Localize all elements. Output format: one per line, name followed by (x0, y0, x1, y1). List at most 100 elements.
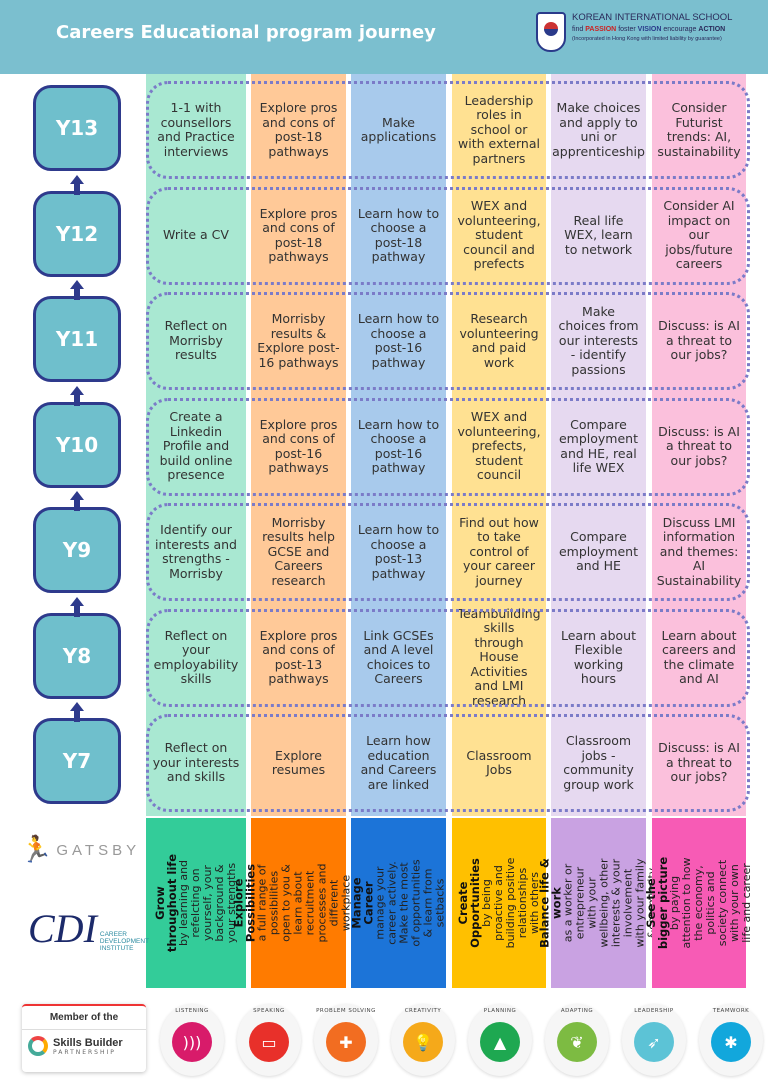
journey-cell: Real life WEX, learn to network (564, 212, 633, 257)
journey-cell: Learn about Flexible working hours (561, 627, 636, 686)
lightbulb-icon: 💡 (403, 1022, 443, 1062)
journey-cell: Consider Futurist trends: AI, sustainabi… (657, 100, 741, 159)
year-box-y10: Y10 (33, 401, 121, 488)
journey-cell: Learn how to choose a post-13 pathway (357, 522, 440, 581)
journey-cell: Make applications (360, 114, 437, 144)
year-box-y11: Y11 (33, 296, 121, 382)
column-0 (146, 74, 246, 816)
journey-cell: Reflect on Morrisby results (164, 318, 228, 363)
journey-cell: Compare employment and HE (558, 529, 638, 574)
puzzle-icon: ✚ (326, 1022, 366, 1062)
journey-cell: Reflect on your interests and skills (152, 740, 240, 785)
runner-icon: 🏃 (20, 835, 53, 865)
journey-cell: Research volunteering and paid work (459, 311, 539, 370)
column-3 (452, 74, 546, 816)
year-box-y13: Y13 (33, 85, 121, 171)
page-title: Careers Educational program journey (56, 22, 436, 43)
journey-cell: Discuss: is AI a threat to our jobs? (658, 740, 740, 785)
principle-title: Explore Possibilities (231, 863, 258, 943)
journey-cell: Explore resumes (271, 747, 326, 777)
up-arrow-icon (70, 596, 84, 617)
journey-cell: Morrisby results help GCSE and Careers r… (262, 514, 335, 588)
column-4 (551, 74, 646, 816)
principle-title: Create Opportunities (456, 858, 482, 948)
journey-cell: 1-1 with counsellors and Practice interv… (157, 100, 235, 159)
journey-cell: Make choices from our interests - identi… (558, 303, 639, 377)
journey-cell: Reflect on your employability skills (153, 627, 239, 686)
journey-cell: Leadership roles in school or with exter… (458, 92, 540, 166)
speech-bubble-icon: ▭ (249, 1022, 289, 1062)
skill-badge-listening: LISTENING))) (160, 1004, 224, 1076)
journey-cell: Learn how to choose a post-16 pathway (357, 311, 440, 370)
school-motto: find PASSION foster VISION encourage ACT… (572, 26, 726, 33)
column-5 (652, 74, 746, 816)
journey-cell: Compare employment and HE, real life WEX (558, 416, 638, 475)
school-crest-icon (536, 12, 566, 52)
journey-cell: WEX and volunteering, student council an… (457, 198, 541, 272)
year-box-y9: Y9 (33, 507, 121, 593)
school-logo: KOREAN INTERNATIONAL SCHOOL find PASSION… (536, 12, 732, 52)
principle-text: a full range of possibilities open to yo… (255, 863, 365, 943)
skill-badge-teamwork: TEAMWORK✱ (699, 1004, 763, 1076)
skill-badge-leadership: LEADERSHIP➶ (622, 1004, 686, 1076)
journey-cell: Consider AI impact on our jobs/future ca… (663, 198, 735, 272)
journey-cell: Learn how to choose a post-18 pathway (357, 205, 440, 264)
sprout-icon: ❦ (557, 1022, 597, 1062)
journey-cell: Explore pros and cons of post-18 pathway… (259, 205, 338, 264)
column-2 (351, 74, 446, 816)
journey-cell: Identify our interests and strengths - M… (155, 522, 237, 581)
journey-cell: Teambuilding skills through House Activi… (457, 605, 541, 708)
principle-text: by being proactive and building positive… (480, 857, 541, 949)
principle-title: Balance life & work (537, 858, 564, 948)
journey-cell: Classroom Jobs (466, 747, 532, 777)
journey-cell: Morrisby results & Explore post-16 pathw… (257, 311, 340, 370)
up-arrow-icon (70, 491, 84, 511)
principle-title: See the bigger picture (644, 856, 670, 950)
skill-badge-problem-solving: PROBLEM SOLVING✚ (314, 1004, 378, 1076)
journey-cell: Discuss: is AI a threat to our jobs? (658, 318, 740, 363)
up-arrow-icon (70, 702, 84, 722)
journey-cell: WEX and volunteering, prefects, student … (457, 409, 541, 483)
principle-text: by learning and refelcting on yourself, … (177, 859, 238, 947)
journey-cell: Create a Linkedin Profile and build onli… (159, 409, 233, 483)
journey-cell: Make choices and apply to uni or apprent… (552, 100, 645, 159)
year-box-y12: Y12 (33, 190, 121, 277)
journey-cell: Link GCSEs and A level choices to Career… (363, 627, 434, 686)
gatsby-logo: 🏃GATSBY (20, 835, 141, 865)
school-incorporation: (Incorporated in Hong Kong with limited … (572, 36, 722, 42)
journey-cell: Explore pros and cons of post-18 pathway… (259, 100, 338, 159)
up-arrow-icon (70, 280, 84, 300)
journey-cell: Find out how to take control of your car… (459, 514, 539, 588)
journey-cell: Learn about careers and the climate and … (661, 627, 737, 686)
sound-waves-icon: ))) (172, 1022, 212, 1062)
arrow-burst-icon: ➶ (634, 1022, 674, 1062)
principle-text: manage your career actively. Make the mo… (373, 859, 447, 947)
journey-cell: Write a CV (163, 227, 229, 243)
journey-cell: Explore pros and cons of post-16 pathway… (259, 416, 338, 475)
skill-badge-creativity: CREATIVITY💡 (391, 1004, 455, 1076)
school-name: KOREAN INTERNATIONAL SCHOOL (572, 12, 733, 23)
up-arrow-icon (70, 174, 84, 195)
skill-badge-adapting: ADAPTING❦ (545, 1004, 609, 1076)
year-box-y7: Y7 (33, 718, 121, 804)
column-1 (251, 74, 346, 816)
journey-cell: Classroom jobs - community group work (563, 733, 634, 792)
skill-badge-planning: PLANNING▲ (468, 1004, 532, 1076)
year-box-y8: Y8 (33, 612, 121, 699)
journey-cell: Explore pros and cons of post-13 pathway… (259, 627, 338, 686)
team-icon: ✱ (711, 1022, 751, 1062)
principle-title: Manage Career (349, 877, 376, 929)
journey-cell: Learn how education and Careers are link… (360, 733, 437, 792)
skills-builder-ring-icon (28, 1036, 48, 1056)
journey-cell: Discuss: is AI a threat to our jobs? (658, 423, 740, 468)
skill-badge-speaking: SPEAKING▭ (237, 1004, 301, 1076)
up-arrow-icon (70, 385, 84, 406)
